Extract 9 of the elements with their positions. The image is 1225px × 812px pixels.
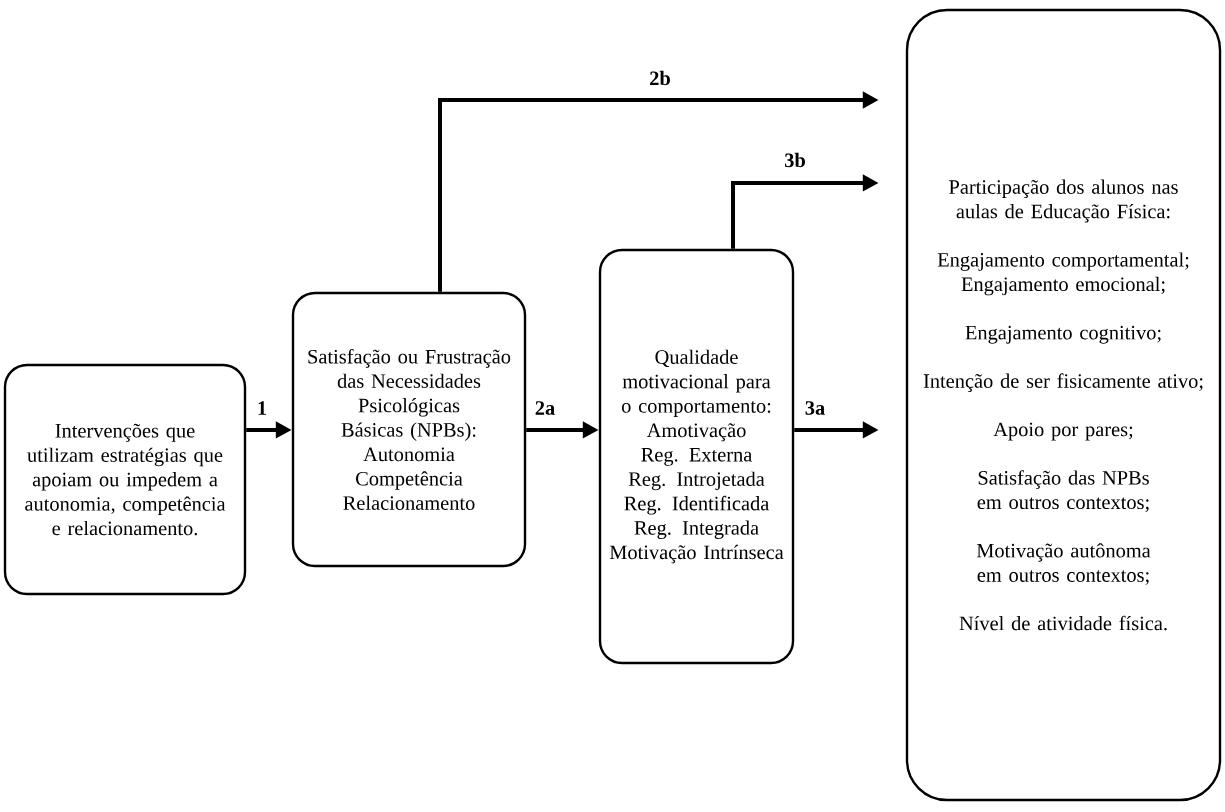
rounded-box: Intervenções que utilizam estratégias que apoiam ou impedem a autonomia, competência e relacionamento. [3,363,247,596]
edge-label: 1 [258,401,267,415]
rounded-box: Satisfação ou Frustração das Necessidades Psicológicas Básicas (NPBs): Autonomia Competência Relacionamento [291,291,527,568]
edge-label: 3a [805,401,825,415]
edge-label: 3b [785,152,805,168]
rounded-box: Qualidade motivacional para o comportamento: Amotivação Reg. Externa Reg. Introjetada Reg. Identificada Reg. Integrada Motivação Intrínseca [598,248,795,665]
edge-label: 2b [650,70,670,86]
rounded-box: Participação dos alunos nas aulas de Educação Física: Engajamento comportamental; Engajamento emocional; Engajamento cognitivo; Intenção de ser fisicamente ativo; Apoio por pares; Satisfação das NPBs em outros contextos; Motivação autônoma em outros contextos; Nível de atividade física. [905,8,1222,802]
edge-label: 2a [535,401,555,415]
